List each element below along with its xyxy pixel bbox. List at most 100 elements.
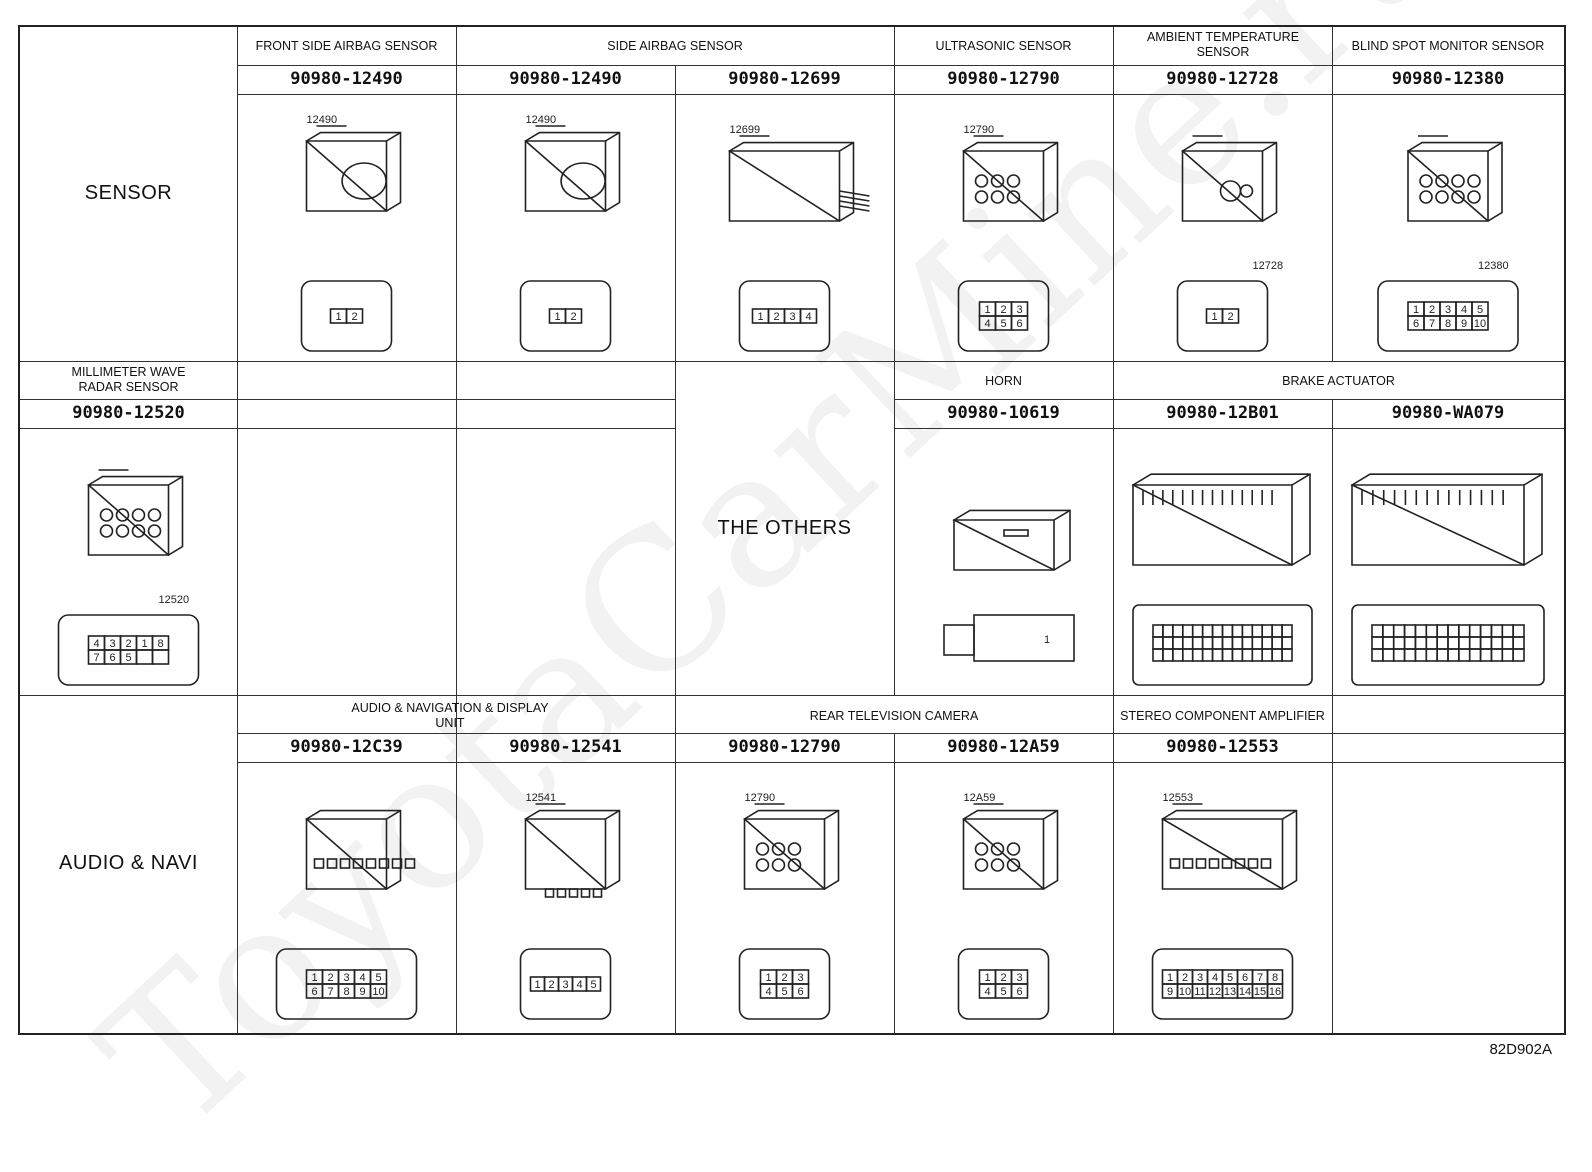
pin-number: 6 — [797, 986, 803, 998]
pin-number: 6 — [1413, 318, 1419, 330]
pin-number: 12 — [1209, 986, 1221, 998]
category-rear-tv-camera: REAR TELEVISION CAMERA — [809, 709, 979, 723]
pin-number: 9 — [1167, 986, 1173, 998]
pin-number: 3 — [562, 979, 568, 991]
part-number: 90980-12520 — [72, 403, 185, 423]
category-brake-actuator: BRAKE ACTUATOR — [1282, 374, 1395, 388]
pin-number: 5 — [1227, 972, 1233, 984]
callout-label: 12520 — [159, 594, 190, 606]
part-number: 90980-12790 — [947, 69, 1060, 89]
pin-number: 2 — [1000, 972, 1006, 984]
pin-number: 3 — [797, 972, 803, 984]
pin-number: 7 — [327, 986, 333, 998]
pin-number: 3 — [1016, 972, 1022, 984]
part-number: 90980-12380 — [1391, 69, 1505, 89]
connector-illustration — [1113, 430, 1332, 695]
pin-number: 1 — [554, 311, 560, 323]
pin-number: 7 — [93, 652, 99, 664]
pin-number: 10 — [1474, 318, 1486, 330]
pin-number: 2 — [773, 311, 779, 323]
pin-number: 5 — [590, 979, 596, 991]
pin-number: 1 — [757, 311, 763, 323]
pin-number: 6 — [311, 986, 317, 998]
part-number: 90980-12B01 — [1166, 403, 1279, 423]
pin-number: 4 — [984, 318, 990, 330]
pin-number: 3 — [1445, 304, 1451, 316]
connector-drawing — [1131, 473, 1313, 686]
connector-illustration — [1332, 430, 1564, 695]
group-label-others: THE OTHERS — [717, 517, 852, 539]
part-number: 90980-12A59 — [947, 737, 1060, 757]
pin-number: 1 — [765, 972, 771, 984]
pin-number: 5 — [1477, 304, 1483, 316]
pin-number: 2 — [1227, 311, 1233, 323]
part-number: 90980-12541 — [509, 737, 622, 757]
pin-number: 7 — [1257, 972, 1263, 984]
pin-number: 6 — [1242, 972, 1248, 984]
drawing-code: 82D902A — [1489, 1041, 1552, 1058]
pin-number: 4 — [805, 311, 811, 323]
pin-number: 4 — [765, 986, 771, 998]
pin-number: 2 — [570, 311, 576, 323]
connector-drawing: 1 — [943, 509, 1075, 662]
pin-number: 5 — [781, 986, 787, 998]
callout-label: 12790 — [745, 792, 776, 804]
pin-number: 4 — [984, 986, 990, 998]
category-stereo-amp: STEREO COMPONENT AMPLIFIER — [1120, 709, 1325, 723]
pin-number: 9 — [359, 986, 365, 998]
pin-number: 13 — [1224, 986, 1236, 998]
category-horn: HORN — [985, 374, 1022, 388]
pin-number: 6 — [1016, 318, 1022, 330]
pin-number: 10 — [372, 986, 384, 998]
connector-table: SENSOR THE OTHERS AUDIO & NAVI FRONT SID… — [18, 25, 1566, 1035]
pin-number: 1 — [534, 979, 540, 991]
pin-number: 1 — [335, 311, 341, 323]
pin-number: 5 — [125, 652, 131, 664]
pin-number: 3 — [789, 311, 795, 323]
group-label-sensor: SENSOR — [84, 182, 173, 204]
part-number: 90980-12C39 — [290, 737, 403, 757]
part-number: 90980-12699 — [728, 69, 841, 89]
pin-number: 1 — [984, 972, 990, 984]
category-side-airbag: SIDE AIRBAG SENSOR — [607, 39, 743, 53]
pin-number: 1 — [1413, 304, 1419, 316]
pin-number: 2 — [351, 311, 357, 323]
pin-number: 10 — [1179, 986, 1191, 998]
part-number: 90980-12790 — [728, 737, 841, 757]
category-blind-spot: BLIND SPOT MONITOR SENSOR — [1351, 39, 1545, 53]
pin-number: 15 — [1254, 986, 1266, 998]
pin-number: 2 — [327, 972, 333, 984]
part-number: 90980-12490 — [290, 69, 403, 89]
callout-label: 12490 — [307, 114, 338, 126]
pin-number: 4 — [576, 979, 582, 991]
pin-number: 14 — [1239, 986, 1251, 998]
pin-number: 4 — [359, 972, 365, 984]
part-number: 90980-10619 — [947, 403, 1060, 423]
pin-number: 8 — [157, 638, 163, 650]
category-front-side-airbag: FRONT SIDE AIRBAG SENSOR — [255, 39, 438, 53]
pin-number: 9 — [1461, 318, 1467, 330]
pin-number: 1 — [141, 638, 147, 650]
pin-number: 2 — [1000, 304, 1006, 316]
callout-label: 12490 — [526, 114, 557, 126]
pin-number: 3 — [109, 638, 115, 650]
